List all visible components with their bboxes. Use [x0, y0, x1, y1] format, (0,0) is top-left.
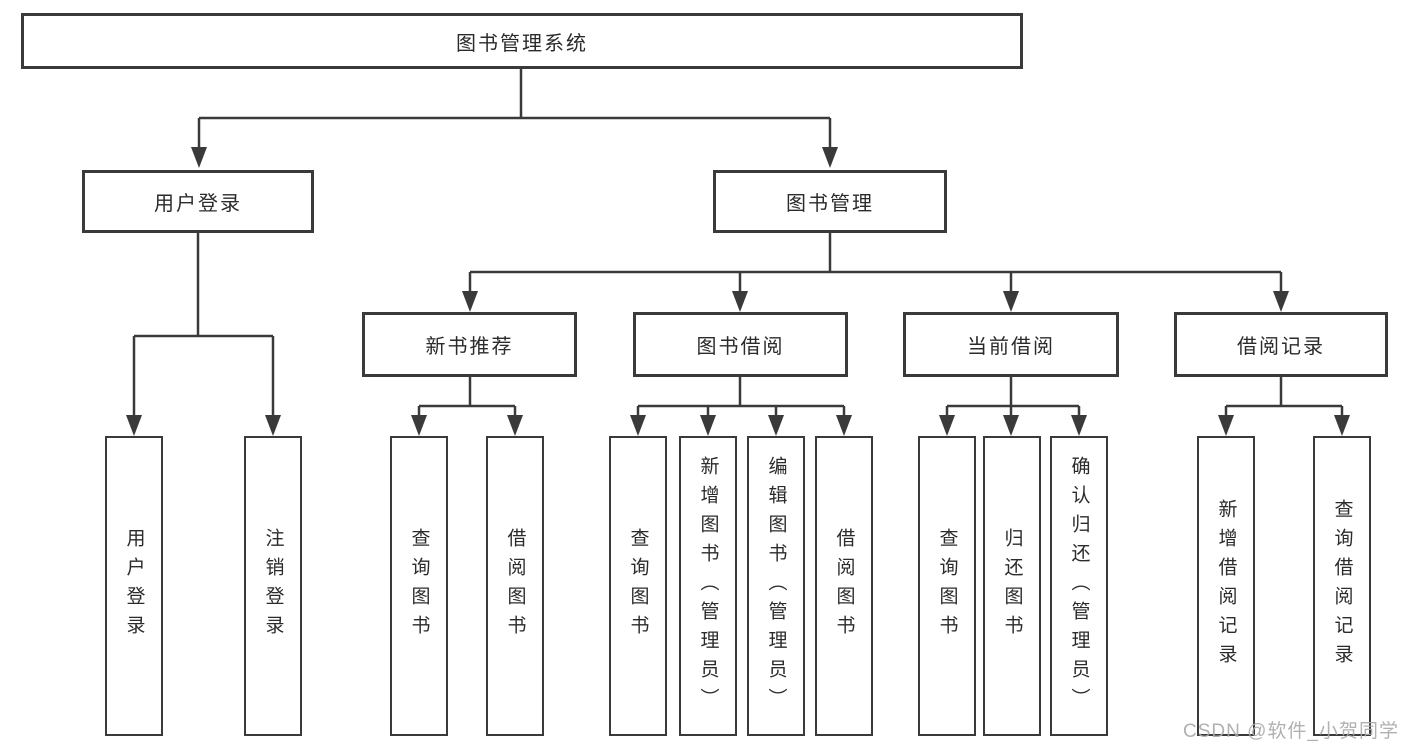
leaf-bb-borrow-books-label: 借阅图书 [833, 528, 855, 644]
leaf-nbr-borrow-books-label: 借阅图书 [504, 528, 526, 644]
connector-book-borrowing [636, 377, 846, 418]
leaf-bb-borrow-books: 借阅图书 [815, 436, 873, 736]
node-book-borrowing-label: 图书借阅 [696, 336, 785, 358]
leaf-cb-confirm-return-admin: 确认归还（管理员） [1050, 436, 1108, 736]
node-current-borrowing-label: 当前借阅 [967, 336, 1055, 358]
connector-user-login [132, 233, 275, 418]
leaf-nbr-borrow-books: 借阅图书 [486, 436, 544, 736]
leaf-bb-edit-book-admin: 编辑图书（管理员） [747, 436, 805, 736]
connector-borrowing-records [1224, 377, 1344, 418]
leaf-br-add-borrow-record-label: 新增借阅记录 [1215, 499, 1237, 673]
leaf-bb-add-book-admin: 新增图书（管理员） [679, 436, 737, 736]
leaf-cb-return-books-label: 归还图书 [1001, 528, 1023, 644]
node-user-login: 用户登录 [82, 170, 314, 233]
leaf-bb-add-book-admin-label: 新增图书（管理员） [697, 455, 719, 717]
connector-book-management [468, 233, 1283, 294]
node-book-management-label: 图书管理 [786, 193, 874, 215]
node-current-borrowing: 当前借阅 [903, 312, 1119, 377]
node-root-label: 图书管理系统 [456, 32, 588, 55]
leaf-user-login: 用户登录 [105, 436, 163, 736]
leaf-nbr-query-books: 查询图书 [390, 436, 448, 736]
leaf-user-login-label: 用户登录 [123, 528, 145, 644]
leaf-bb-edit-book-admin-label: 编辑图书（管理员） [765, 455, 787, 717]
node-book-management: 图书管理 [713, 170, 947, 233]
node-book-borrowing: 图书借阅 [633, 312, 848, 377]
connector-current-borrowing [945, 377, 1081, 418]
watermark-text: CSDN @软件_小贺同学 [1183, 721, 1399, 742]
leaf-logout: 注销登录 [244, 436, 302, 736]
node-user-login-label: 用户登录 [154, 193, 242, 215]
leaf-cb-query-books: 查询图书 [918, 436, 976, 736]
connector-new-book-recommend [417, 377, 517, 418]
leaf-br-add-borrow-record: 新增借阅记录 [1197, 436, 1255, 736]
leaf-br-query-borrow-record: 查询借阅记录 [1313, 436, 1371, 736]
node-borrowing-records-label: 借阅记录 [1237, 336, 1325, 358]
leaf-cb-return-books: 归还图书 [983, 436, 1041, 736]
leaf-logout-label: 注销登录 [262, 528, 284, 644]
node-root: 图书管理系统 [21, 13, 1023, 69]
node-new-book-recommend: 新书推荐 [362, 312, 577, 377]
leaf-cb-confirm-return-admin-label: 确认归还（管理员） [1068, 455, 1090, 717]
leaf-cb-query-books-label: 查询图书 [936, 528, 958, 644]
leaf-bb-query-books-label: 查询图书 [627, 528, 649, 644]
connector-root [197, 69, 832, 150]
leaf-nbr-query-books-label: 查询图书 [408, 528, 430, 644]
node-new-book-recommend-label: 新书推荐 [425, 336, 514, 358]
leaf-bb-query-books: 查询图书 [609, 436, 667, 736]
leaf-br-query-borrow-record-label: 查询借阅记录 [1331, 499, 1353, 673]
node-borrowing-records: 借阅记录 [1174, 312, 1388, 377]
